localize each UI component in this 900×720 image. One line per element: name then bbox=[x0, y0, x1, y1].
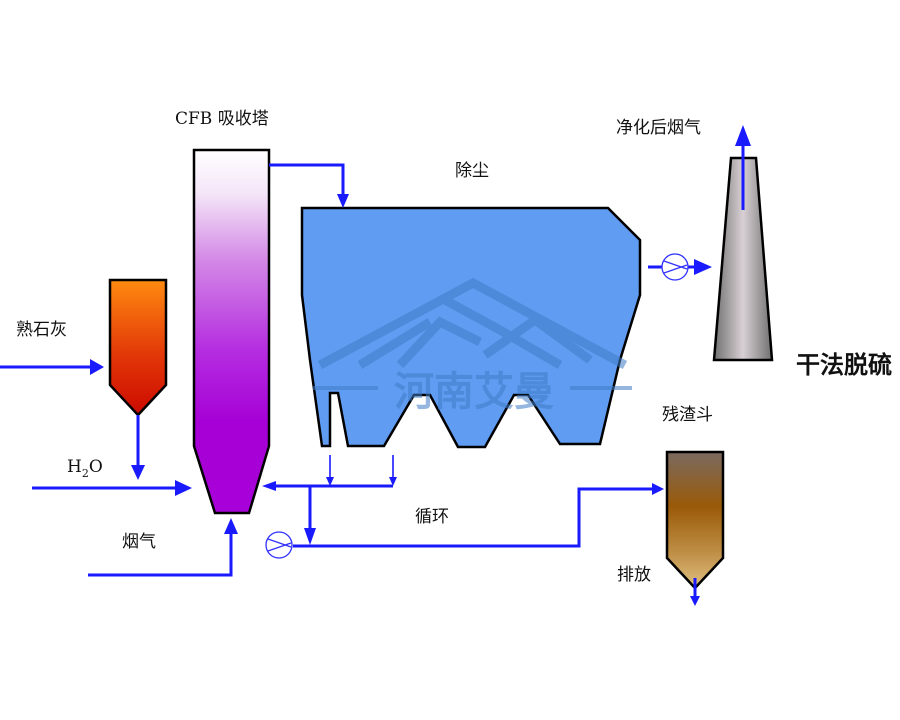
label-flue-gas: 烟气 bbox=[122, 532, 156, 552]
label-clean-flue-gas: 净化后烟气 bbox=[616, 118, 701, 138]
fan-icon-stack bbox=[661, 253, 689, 281]
chimney-stack bbox=[712, 156, 774, 362]
pump-icon-recycle bbox=[265, 531, 293, 559]
label-slag-hopper: 残渣斗 bbox=[662, 405, 713, 425]
label-discharge: 排放 bbox=[617, 565, 651, 585]
pipes bbox=[0, 125, 751, 606]
watermark-logo bbox=[313, 277, 632, 390]
cfb-absorber bbox=[192, 148, 271, 515]
dust-collector bbox=[300, 206, 642, 449]
label-absorber: CFB 吸收塔 bbox=[175, 109, 269, 129]
label-quicklime: 熟石灰 bbox=[16, 319, 67, 340]
diagram-title: 干法脱硫 bbox=[796, 351, 892, 379]
slag-hopper bbox=[665, 450, 725, 590]
watermark-text: 河南艾曼 bbox=[394, 369, 554, 415]
quicklime-silo bbox=[108, 278, 168, 417]
label-water: H2O bbox=[67, 457, 103, 480]
label-circulation: 循环 bbox=[415, 507, 449, 527]
label-dust-removal: 除尘 bbox=[455, 161, 489, 181]
